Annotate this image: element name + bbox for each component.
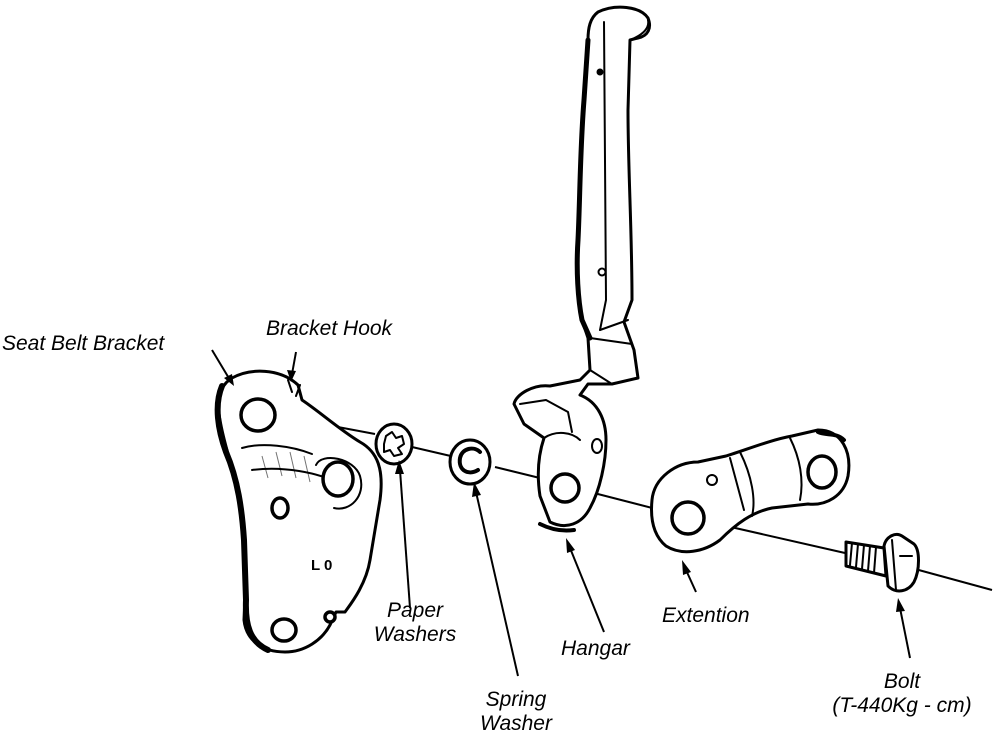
leader-arrows xyxy=(211,349,911,677)
label-paper-washers-line2: Washers xyxy=(373,623,457,646)
label-paper-washers: Paper Washers xyxy=(360,599,470,647)
label-spring-washer: Spring Washer xyxy=(466,688,566,736)
paper-washer xyxy=(374,422,414,466)
label-bolt-spec: (T-440Kg - cm) xyxy=(832,694,972,717)
hangar xyxy=(512,5,652,533)
label-bolt: Bolt (T-440Kg - cm) xyxy=(812,670,992,718)
label-seat-belt-bracket: Seat Belt Bracket xyxy=(2,332,165,355)
label-extention: Extention xyxy=(662,604,750,627)
extention xyxy=(650,428,851,554)
label-bracket-hook: Bracket Hook xyxy=(266,317,393,340)
label-bolt-line1: Bolt xyxy=(883,670,921,693)
label-spring-washer-line1: Spring xyxy=(485,688,547,711)
bolt xyxy=(844,532,920,593)
spring-washer xyxy=(448,438,492,486)
label-hangar: Hangar xyxy=(561,637,630,660)
bracket-stamp: L 0 xyxy=(311,557,332,574)
label-spring-washer-line2: Washer xyxy=(480,712,552,735)
seat-belt-bracket xyxy=(214,369,383,654)
label-paper-washers-line1: Paper xyxy=(386,599,444,622)
